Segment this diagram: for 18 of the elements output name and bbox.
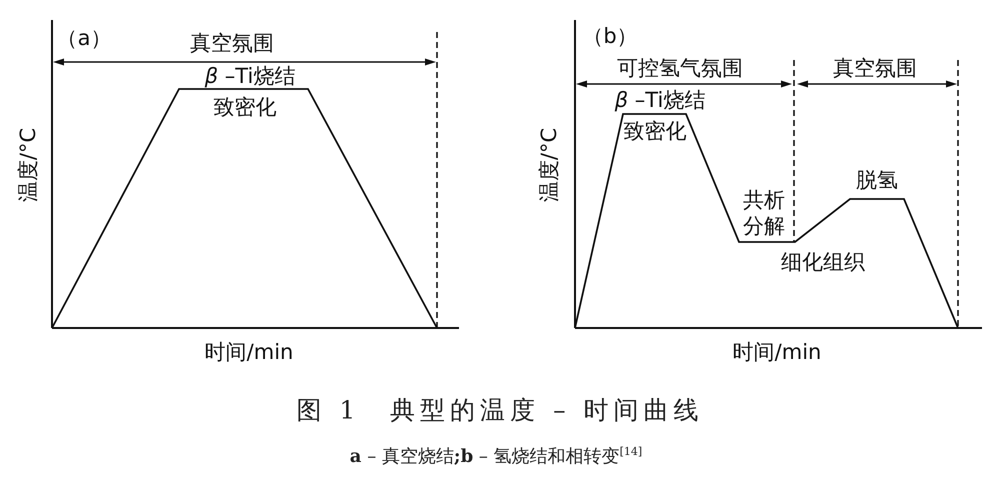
stage-label: β –Ti烧结 [614, 88, 706, 112]
stage-label: β –Ti烧结 [204, 64, 296, 88]
figure-caption: a – 真空烧结;b – 氢烧结和相转变$^{[14]}$ [350, 444, 642, 468]
panel-label: （a） [56, 26, 112, 50]
atmosphere-label: 真空氛围 [833, 56, 917, 80]
stage-label: 细化组织 [781, 250, 865, 274]
axis-title: 时间/min [204, 340, 294, 364]
axis-title: 时间/min [732, 340, 822, 364]
atmosphere-label: 真空氛围 [190, 32, 274, 54]
stage-label: 共析分解 [742, 186, 786, 240]
axis-title: 温度/°C [16, 128, 40, 202]
atmosphere-label: 可控氢气氛围 [617, 56, 743, 80]
figure-title: 图 1 典型的温度 – 时间曲线 [296, 394, 704, 426]
stage-label: 致密化 [624, 120, 686, 142]
panel-label: （b） [582, 24, 638, 48]
axis-title: 温度/°C [538, 128, 560, 202]
stage-label: 脱氢 [856, 168, 898, 192]
stage-label: 致密化 [214, 96, 276, 118]
